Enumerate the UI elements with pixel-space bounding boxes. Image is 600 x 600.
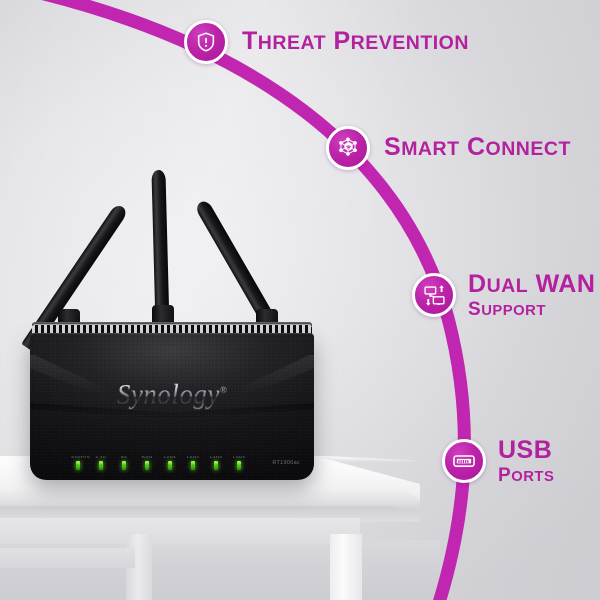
feature-line-2: PORTS xyxy=(498,464,555,486)
feature-usb-ports[interactable]: USB PORTS xyxy=(442,436,555,486)
feature-threat-prevention[interactable]: THREAT PREVENTION xyxy=(184,20,469,64)
feature-label: THREAT PREVENTION xyxy=(242,29,469,55)
feature-label: DUAL WAN SUPPORT xyxy=(468,270,596,320)
feature-line-1: USB xyxy=(498,436,553,464)
arc-stroke xyxy=(41,0,471,600)
feature-label: SMART CONNECT xyxy=(384,135,571,161)
feature-line-1: THREAT PREVENTION xyxy=(242,27,469,56)
feature-dual-wan-support[interactable]: DUAL WAN SUPPORT xyxy=(412,270,596,320)
feature-line-1: SMART CONNECT xyxy=(384,133,571,162)
shield-alert-icon xyxy=(184,20,228,64)
feature-line-1: DUAL WAN xyxy=(468,270,596,298)
usb-port-icon xyxy=(442,439,486,484)
table-leg-front xyxy=(330,534,362,600)
table-stretcher xyxy=(0,548,135,568)
router-vent-strip xyxy=(32,325,312,334)
table-top-bevel xyxy=(0,488,420,510)
dual-monitor-transfer-icon xyxy=(412,273,456,318)
router-body: Synology® RT1900ac STATUS 2.4G 5G WAN LA… xyxy=(30,333,314,480)
feature-line-2: SUPPORT xyxy=(468,298,546,320)
router-vent-cap xyxy=(32,322,312,326)
synology-router: Synology® RT1900ac STATUS 2.4G 5G WAN LA… xyxy=(21,169,322,480)
network-nodes-icon xyxy=(326,126,370,170)
feature-smart-connect[interactable]: SMART CONNECT xyxy=(326,126,571,170)
feature-label: USB PORTS xyxy=(498,436,555,486)
table-apron xyxy=(0,518,360,544)
